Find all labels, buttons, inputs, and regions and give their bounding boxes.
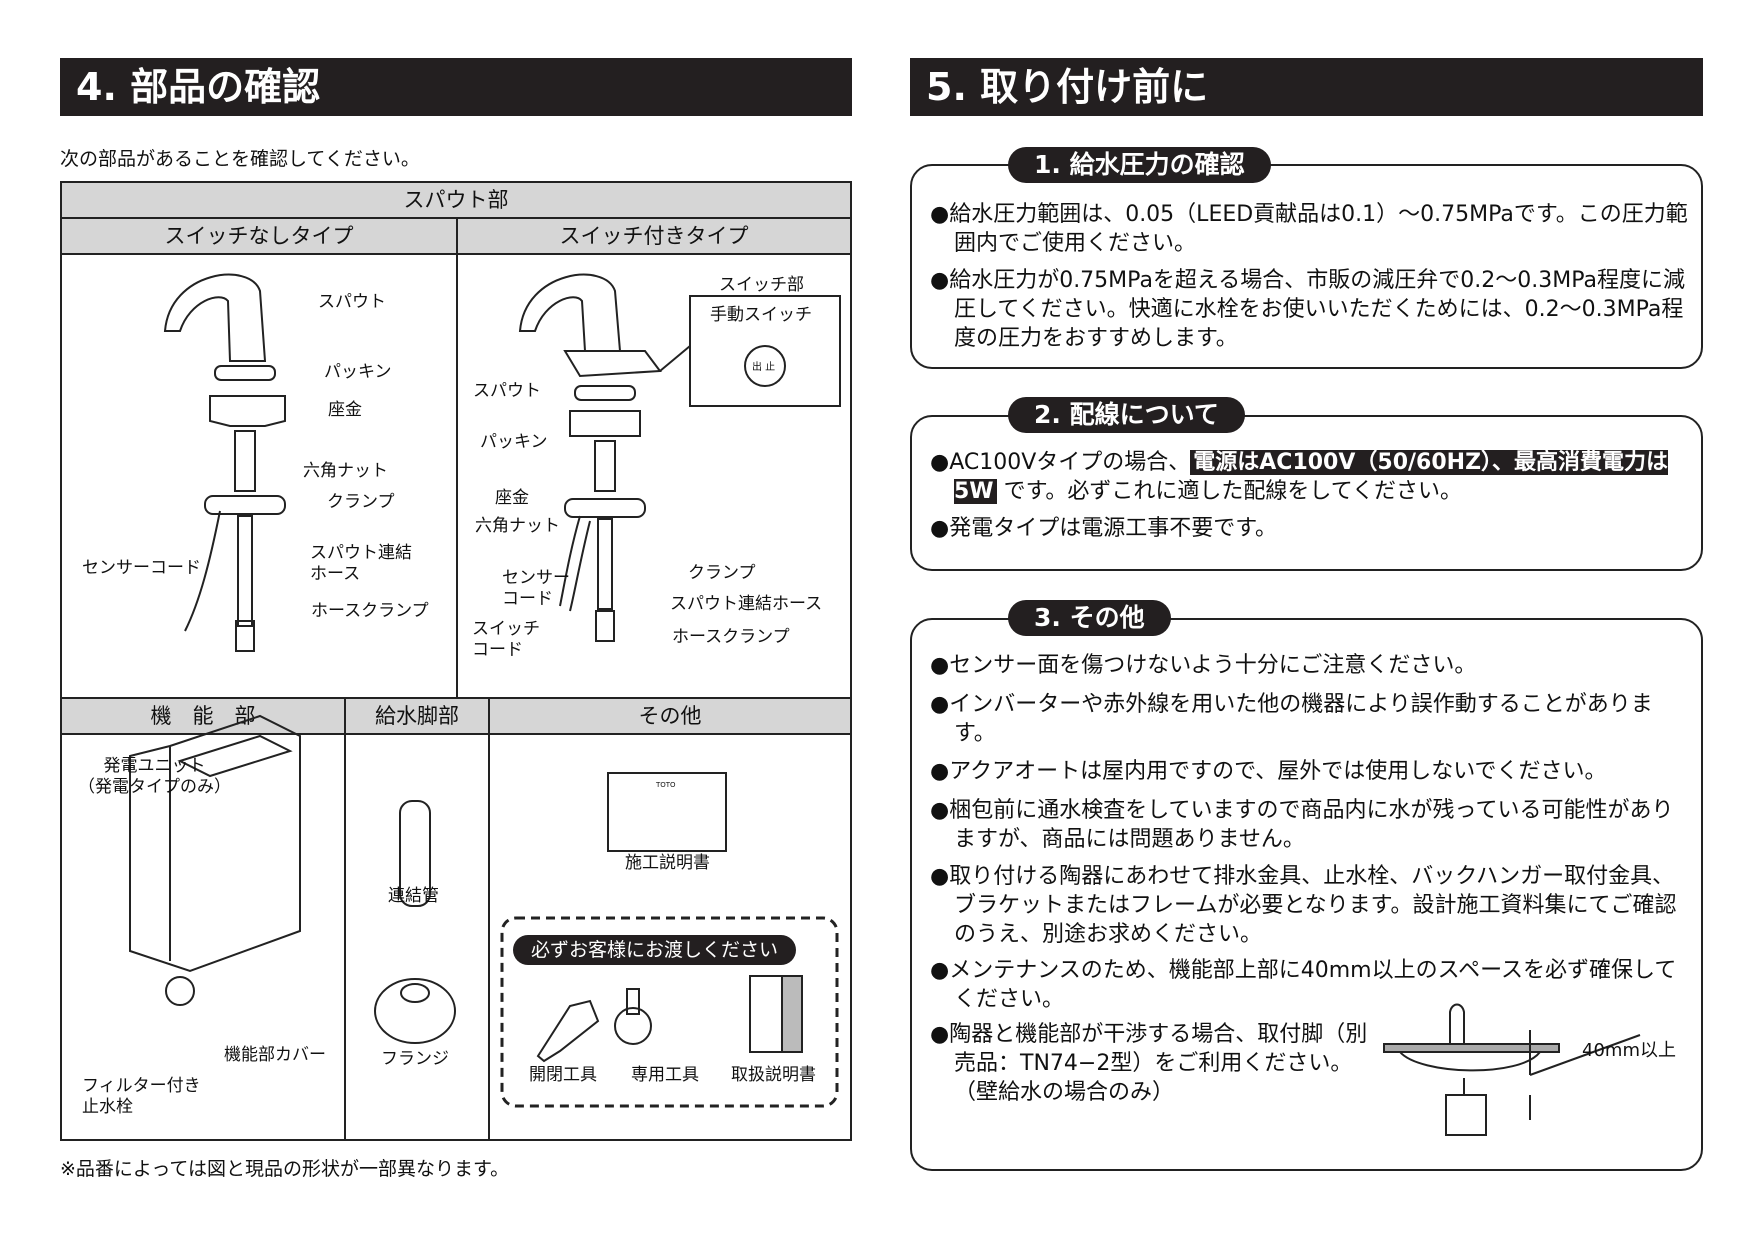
label-spout: スパウト	[318, 292, 386, 312]
section-4-heading: 4. 部品の確認	[60, 58, 852, 116]
section-5-heading: 5. 取り付け前に	[910, 58, 1703, 116]
switch-header: スイッチ付きタイプ	[458, 219, 850, 255]
label-washer-2: 座金	[495, 488, 529, 508]
other-item-4: ●梱包前に通水検査をしていますので商品内に水が残っている可能性がありますが、商品…	[930, 798, 1674, 852]
wiring-item-2: ●発電タイプは電源工事不要です。	[930, 516, 1277, 541]
supply-header: 給水脚部	[346, 699, 488, 735]
pressure-title: 1. 給水圧力の確認	[1008, 147, 1271, 183]
footnote: ※品番によっては図と現品の形状が一部異なります。	[60, 1158, 510, 1180]
other-box	[910, 618, 1703, 1171]
label-clamp-2: クランプ	[688, 563, 756, 583]
clearance-illustration	[1383, 1003, 1641, 1136]
label-switch-part: スイッチ部	[719, 275, 804, 295]
other-item-3: ●アクアオートは屋内用ですので、屋外では使用しないでください。	[930, 759, 1607, 784]
no-switch-header: スイッチなしタイプ	[62, 219, 456, 255]
wiring-item-1-pre: ●AC100Vタイプの場合、	[930, 450, 1191, 475]
label-open-tool: 開閉工具	[529, 1065, 597, 1085]
label-switch-cord: スイッチ コード	[472, 619, 540, 660]
wiring-item-1-post: です。必ずこれに適した配線をしてください。	[996, 479, 1463, 504]
other-title: 3. その他	[1008, 600, 1171, 636]
wiring-box	[910, 415, 1703, 571]
other-item-1: ●センサー面を傷つけないよう十分にご注意ください。	[930, 653, 1477, 678]
label-hose-clamp: ホースクランプ	[311, 601, 429, 621]
function-unit-illustration	[129, 714, 301, 1006]
label-washer: 座金	[328, 400, 362, 420]
install-manual-illustration	[607, 772, 727, 852]
intro-text: 次の部品があることを確認してください。	[60, 148, 420, 170]
label-packing-2: パッキン	[480, 432, 548, 452]
label-clamp: クランプ	[327, 492, 395, 512]
pressure-item-1: ●給水圧力範囲は、0.05（LEED貢献品は0.1）～0.75MPaです。この圧…	[930, 202, 1688, 256]
flange-illustration	[374, 978, 456, 1044]
pressure-box	[910, 164, 1703, 369]
label-packing: パッキン	[324, 362, 392, 382]
pressure-item-2: ●給水圧力が0.75MPaを超える場合、市販の減圧弁で0.2～0.3MPa程度に…	[930, 268, 1685, 351]
label-hose: スパウト連結 ホース	[310, 543, 412, 584]
label-sensor-cord: センサーコード	[82, 558, 201, 578]
label-install-manual: 施工説明書	[625, 853, 710, 873]
other-item-5: ●取り付ける陶器にあわせて排水金具、止水栓、バックハンガー取付金具、ブラケットま…	[930, 864, 1677, 947]
label-user-manual: 取扱説明書	[731, 1065, 816, 1085]
parts-illustrations	[129, 273, 841, 1108]
clearance-label: 40mm以上	[1582, 1040, 1676, 1061]
label-hex-nut: 六角ナット	[303, 461, 388, 481]
label-valve: フィルター付き 止水栓	[82, 1076, 201, 1117]
other-header: その他	[490, 699, 850, 735]
spout-no-switch-illustration	[163, 273, 286, 652]
label-generator: 発電ユニット （発電タイプのみ）	[78, 756, 231, 797]
pipe-illustration	[399, 800, 431, 907]
label-manual-switch: 手動スイッチ	[710, 305, 812, 325]
label-hose-2: スパウト連結ホース	[670, 594, 823, 614]
brand-mark: TOTO	[656, 781, 676, 789]
label-special-tool: 専用工具	[631, 1065, 699, 1085]
other-item-7: ●陶器と機能部が干渉する場合、取付脚（別売品：TN74−2型）をご利用ください。…	[930, 1022, 1368, 1105]
handover-box	[500, 916, 839, 1108]
switch-marks: 出 止	[752, 362, 776, 373]
spout-header: スパウト部	[62, 183, 850, 219]
label-pipe: 連結管	[388, 886, 439, 906]
spout-switch-illustration	[518, 273, 841, 642]
wiring-title: 2. 配線について	[1008, 397, 1245, 433]
parts-table: スパウト部 スイッチなしタイプ スイッチ付きタイプ 機 能 部 給水脚部 その他	[60, 181, 852, 1141]
label-sensor-cord-2: センサー コード	[502, 568, 570, 609]
tool-illustrations	[536, 975, 803, 1063]
label-hose-clamp-2: ホースクランプ	[672, 627, 790, 647]
other-item-2: ●インバーターや赤外線を用いた他の機器により誤作動することがあります。	[930, 692, 1653, 746]
label-spout-2: スパウト	[473, 381, 541, 401]
other-item-6: ●メンテナンスのため、機能部上部に40mm以上のスペースを必ず確保してください。	[930, 958, 1677, 1012]
label-flange: フランジ	[381, 1049, 449, 1069]
handover-label: 必ずお客様にお渡しください	[513, 935, 797, 965]
wiring-item-1: ●AC100Vタイプの場合、電源はAC100V（50/60HZ）、最高消費電力は…	[930, 448, 1690, 506]
label-hex-nut-2: 六角ナット	[475, 516, 560, 536]
label-cover: 機能部カバー	[224, 1045, 326, 1065]
